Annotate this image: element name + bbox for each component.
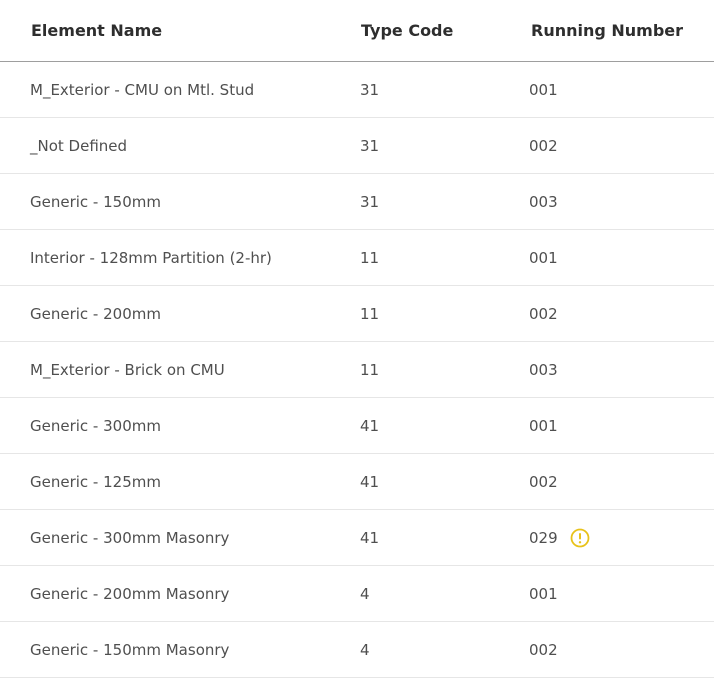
cell-running-number: 002 <box>529 640 558 660</box>
cell-type-code: 11 <box>360 361 380 379</box>
table-row[interactable]: Interior - 128mm Partition (2-hr) 11 001 <box>0 230 714 286</box>
table-row[interactable]: Generic - 150mm Masonry 4 002 <box>0 622 714 678</box>
cell-element-name: M_Exterior - Brick on CMU <box>30 361 225 379</box>
cell-running-number: 001 <box>529 248 558 268</box>
cell-element-name: Generic - 200mm <box>30 305 161 323</box>
cell-running-number: 029 <box>529 528 590 548</box>
cell-element-name: M_Exterior - CMU on Mtl. Stud <box>30 81 255 99</box>
cell-type-code: 31 <box>360 137 380 155</box>
cell-element-name: Interior - 128mm Partition (2-hr) <box>30 249 272 267</box>
cell-type-code: 11 <box>360 249 380 267</box>
cell-element-name: Generic - 125mm <box>30 473 161 491</box>
running-number-value: 003 <box>529 193 558 211</box>
cell-element-name: Generic - 300mm Masonry <box>30 529 230 547</box>
cell-type-code: 11 <box>360 305 380 323</box>
cell-running-number: 003 <box>529 192 558 212</box>
running-number-value: 003 <box>529 361 558 379</box>
cell-running-number: 002 <box>529 472 558 492</box>
exclamation-circle-icon[interactable] <box>570 528 590 548</box>
table-row[interactable]: Generic - 200mm 11 002 <box>0 286 714 342</box>
cell-type-code: 31 <box>360 193 380 211</box>
cell-running-number: 001 <box>529 80 558 100</box>
cell-type-code: 4 <box>360 641 370 659</box>
cell-type-code: 4 <box>360 585 370 603</box>
table-row[interactable]: M_Exterior - Brick on CMU 11 003 <box>0 342 714 398</box>
table-header-row: Element Name Type Code Running Number <box>0 0 714 62</box>
cell-type-code: 31 <box>360 81 380 99</box>
running-number-value: 002 <box>529 137 558 155</box>
cell-element-name: Generic - 150mm Masonry <box>30 641 230 659</box>
cell-element-name: Generic - 150mm <box>30 193 161 211</box>
running-number-value: 001 <box>529 81 558 99</box>
cell-type-code: 41 <box>360 529 380 547</box>
running-number-value: 001 <box>529 249 558 267</box>
cell-element-name: Generic - 300mm <box>30 417 161 435</box>
running-number-value: 001 <box>529 585 558 603</box>
running-number-value: 002 <box>529 305 558 323</box>
cell-type-code: 41 <box>360 473 380 491</box>
running-number-value: 001 <box>529 417 558 435</box>
running-number-value: 029 <box>529 529 558 547</box>
table-row[interactable]: Generic - 300mm 41 001 <box>0 398 714 454</box>
cell-type-code: 41 <box>360 417 380 435</box>
table-row[interactable]: _Not Defined 31 002 <box>0 118 714 174</box>
table-row[interactable]: M_Exterior - CMU on Mtl. Stud 31 001 <box>0 62 714 118</box>
cell-running-number: 003 <box>529 360 558 380</box>
running-number-value: 002 <box>529 641 558 659</box>
table-row[interactable]: Generic - 300mm Masonry 41 029 <box>0 510 714 566</box>
header-running-number[interactable]: Running Number <box>531 21 684 40</box>
cell-running-number: 001 <box>529 584 558 604</box>
table-row[interactable]: Generic - 150mm 31 003 <box>0 174 714 230</box>
table-body: M_Exterior - CMU on Mtl. Stud 31 001 _No… <box>0 62 714 678</box>
cell-running-number: 001 <box>529 416 558 436</box>
cell-running-number: 002 <box>529 304 558 324</box>
header-type-code[interactable]: Type Code <box>361 21 454 40</box>
cell-running-number: 002 <box>529 136 558 156</box>
table-row[interactable]: Generic - 125mm 41 002 <box>0 454 714 510</box>
cell-element-name: Generic - 200mm Masonry <box>30 585 230 603</box>
running-number-value: 002 <box>529 473 558 491</box>
table-row[interactable]: Generic - 200mm Masonry 4 001 <box>0 566 714 622</box>
cell-element-name: _Not Defined <box>30 137 128 155</box>
header-element-name[interactable]: Element Name <box>31 21 163 40</box>
